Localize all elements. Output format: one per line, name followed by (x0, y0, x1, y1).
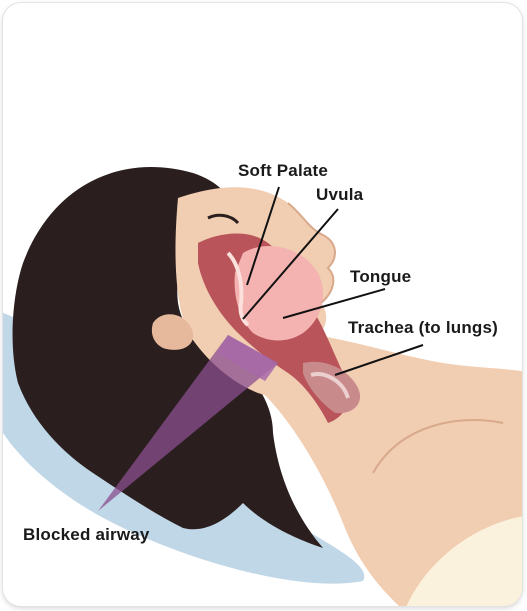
sleep-apnea-illustration (3, 3, 522, 606)
illustration-frame: Soft Palate Uvula Tongue Trachea (to lun… (3, 3, 522, 606)
soft-palate-label: Soft Palate (238, 161, 328, 181)
trachea-label: Trachea (to lungs) (348, 318, 498, 338)
blocked-airway-label: Blocked airway (23, 525, 150, 545)
tongue-label: Tongue (350, 267, 411, 287)
uvula-label: Uvula (316, 185, 363, 205)
